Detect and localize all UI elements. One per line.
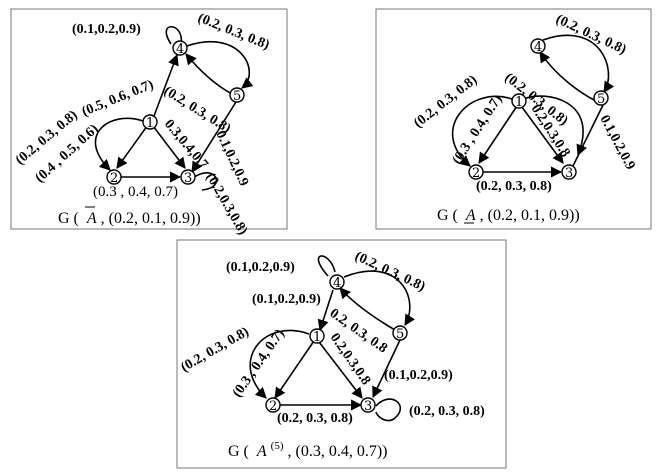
node-label: 1 bbox=[515, 95, 523, 110]
node-label: 2 bbox=[110, 171, 118, 186]
node-1: 1 bbox=[142, 114, 158, 131]
edge-label-2-3: (0.2, 0.3, 0.8) bbox=[277, 411, 353, 426]
node-label: 5 bbox=[396, 327, 404, 342]
node-circle bbox=[360, 397, 376, 413]
node-label: 3 bbox=[364, 399, 372, 414]
node-circle bbox=[468, 164, 484, 180]
node-circle bbox=[229, 87, 245, 103]
node-label: 3 bbox=[184, 171, 192, 186]
edge-1-2 bbox=[116, 121, 151, 169]
edge-4-5 bbox=[343, 270, 415, 326]
node-label: 1 bbox=[313, 330, 321, 345]
node-label: 4 bbox=[333, 276, 341, 291]
node-4: 4 bbox=[329, 274, 345, 291]
node-circle bbox=[392, 325, 408, 341]
edge-label-2-3: (0.2, 0.3, 0.8) bbox=[476, 179, 552, 194]
node-label: 2 bbox=[269, 399, 277, 414]
edge-1-2 bbox=[274, 337, 317, 399]
edge-5-4 bbox=[339, 287, 396, 331]
loop-node-4 bbox=[317, 255, 336, 277]
edge-1-3 bbox=[518, 102, 564, 164]
edge-label-2-3: (0.3 , 0.4, 0.7) bbox=[93, 184, 178, 200]
node-circle bbox=[593, 90, 609, 106]
node-1: 1 bbox=[309, 328, 325, 345]
loop-node-3 bbox=[192, 172, 218, 191]
edge-label-loop-4: (0.1,0.2,0.9) bbox=[72, 22, 141, 37]
node-circle bbox=[511, 93, 527, 109]
panel-2: 1 2 3 4 5 (0.2, 0.3, 0.8) (0.2, 0.3, 0.8… bbox=[375, 8, 652, 230]
node-2: 2 bbox=[106, 169, 122, 186]
node-circle bbox=[265, 397, 281, 413]
node-2: 2 bbox=[468, 164, 484, 181]
node-circle bbox=[106, 169, 122, 185]
edge-label-4-1: (0.1,0.2,0.9) bbox=[252, 292, 321, 307]
panel-1: 1 2 3 4 5 (0.1,0.2,0.9) (0.2, 0.3, 0.8) … bbox=[10, 8, 288, 238]
node-4: 4 bbox=[530, 38, 546, 55]
edge-5-3 bbox=[572, 102, 605, 167]
caption-2: G ( A , (0.2, 0.1, 0.9)) bbox=[437, 207, 580, 224]
edge-1-2-arc bbox=[94, 117, 144, 171]
edge-1-3 bbox=[149, 121, 186, 169]
node-circle bbox=[530, 38, 546, 54]
node-1: 1 bbox=[511, 93, 527, 110]
node-circle bbox=[172, 40, 188, 56]
node-label: 3 bbox=[565, 166, 573, 181]
node-circle bbox=[142, 114, 158, 130]
edge-1-2 bbox=[478, 102, 520, 164]
loop-node-4 bbox=[165, 25, 183, 45]
edge-label-loop-3: (0.2, 0.3, 0.8) bbox=[409, 404, 485, 419]
edge-1-4 bbox=[153, 53, 179, 117]
node-label: 4 bbox=[176, 42, 184, 57]
node-5: 5 bbox=[593, 90, 609, 107]
edge-5-4 bbox=[539, 51, 597, 102]
panel-2-frame bbox=[375, 8, 652, 230]
loop-node-3 bbox=[375, 398, 402, 422]
panel-3: 1 2 3 4 5 (0.1,0.2,0.9) (0.2, 0.3, 0.8) … bbox=[176, 239, 507, 469]
edge-1-3-arc bbox=[523, 95, 587, 157]
edge-label-5-3: (0.1,0.2,0.9) bbox=[384, 368, 453, 383]
node-5: 5 bbox=[392, 325, 408, 342]
edge-5-3 bbox=[372, 339, 401, 399]
node-circle bbox=[329, 274, 345, 290]
node-label: 5 bbox=[597, 92, 605, 107]
edge-label-loop-4: (0.1,0.2,0.9) bbox=[226, 260, 295, 275]
node-3: 3 bbox=[360, 397, 376, 414]
node-4: 4 bbox=[172, 40, 188, 57]
edge-4-1 bbox=[317, 289, 334, 332]
edge-4-5-top bbox=[186, 40, 254, 89]
edge-1-3 bbox=[315, 337, 363, 399]
node-2: 2 bbox=[265, 397, 281, 414]
edge-1-2-arc bbox=[451, 95, 513, 167]
node-circle bbox=[180, 169, 196, 185]
node-label: 1 bbox=[146, 116, 154, 131]
node-3: 3 bbox=[561, 164, 577, 181]
edge-4-5 bbox=[542, 34, 615, 93]
node-5: 5 bbox=[229, 87, 245, 104]
node-label: 4 bbox=[534, 40, 542, 55]
node-3: 3 bbox=[180, 169, 196, 186]
edge-5-4 bbox=[185, 53, 233, 95]
edge-1-2-arc bbox=[249, 329, 310, 399]
node-label: 2 bbox=[472, 166, 480, 181]
caption-1: G ( A , (0.2, 0.1, 0.9)) bbox=[58, 210, 201, 227]
caption-3: G ( A (5) , (0.3, 0.4, 0.7)) bbox=[228, 436, 387, 460]
node-circle bbox=[561, 164, 577, 180]
node-label: 5 bbox=[233, 89, 241, 104]
edge-5-3 bbox=[191, 101, 237, 173]
node-circle bbox=[309, 328, 325, 344]
